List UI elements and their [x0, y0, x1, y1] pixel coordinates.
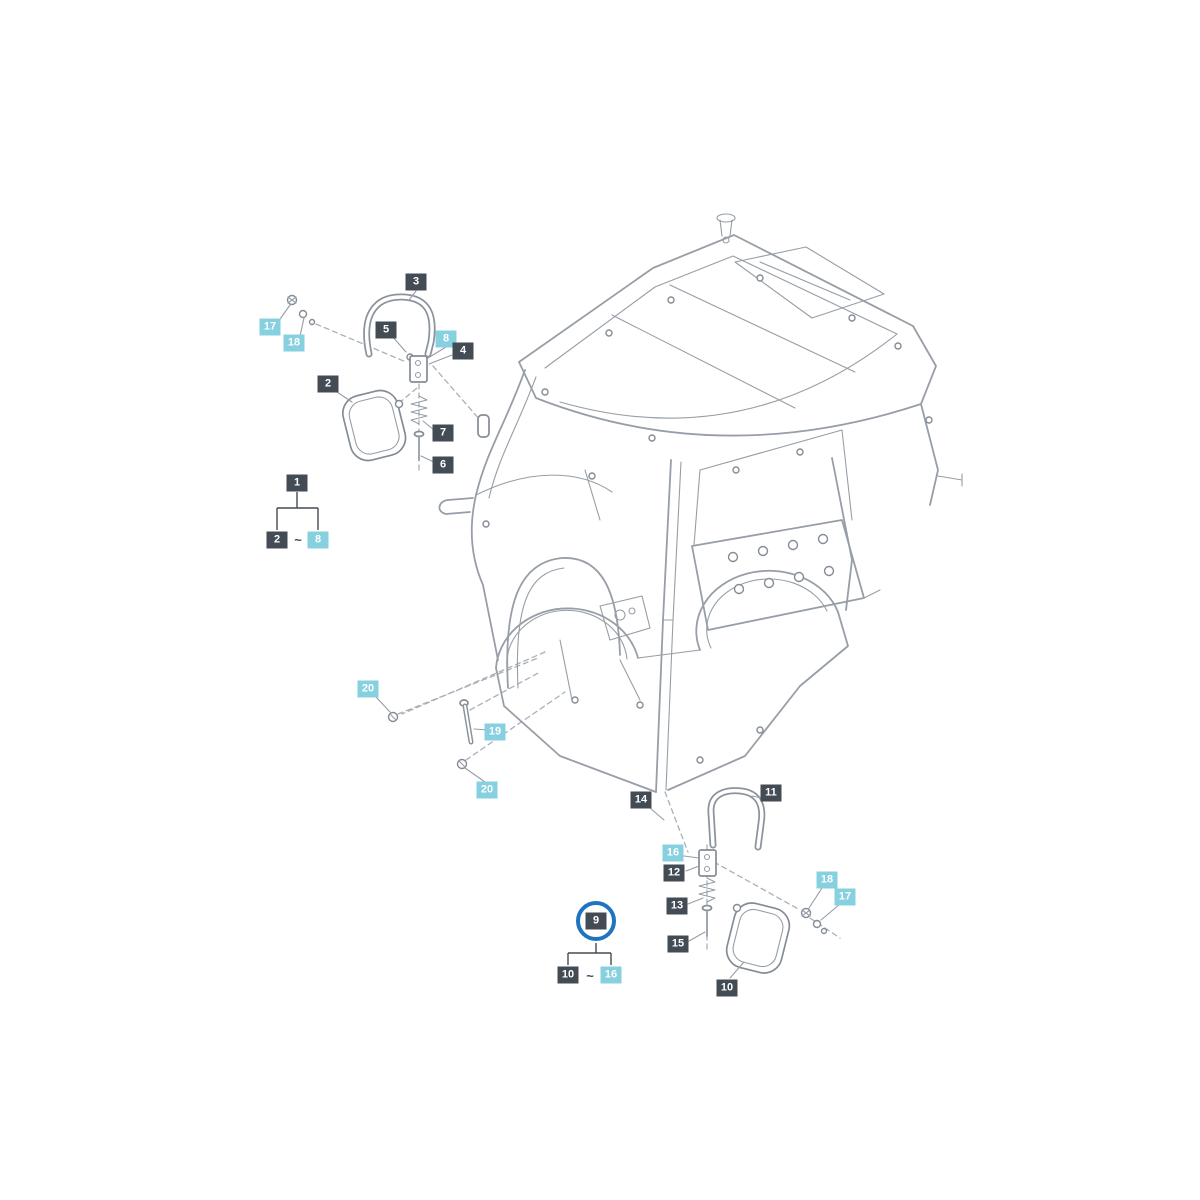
highlight-ring: [576, 901, 616, 941]
callout-20[interactable]: 20: [357, 680, 379, 698]
callout-9[interactable]: 9: [585, 912, 607, 930]
callout-7[interactable]: 7: [432, 424, 454, 442]
callout-16[interactable]: 16: [600, 966, 622, 984]
callout-15[interactable]: 15: [667, 935, 689, 953]
callout-18[interactable]: 18: [816, 871, 838, 889]
range-tilde: ~: [586, 968, 594, 984]
callout-16[interactable]: 16: [662, 844, 684, 862]
callout-6[interactable]: 6: [432, 456, 454, 474]
callout-8[interactable]: 8: [435, 330, 457, 348]
callout-17[interactable]: 17: [834, 888, 856, 906]
callout-11[interactable]: 11: [760, 784, 782, 802]
callout-18[interactable]: 18: [283, 334, 305, 352]
callout-2[interactable]: 2: [317, 375, 339, 393]
leader-lines: [315, 323, 841, 951]
callout-4[interactable]: 4: [452, 342, 474, 360]
callout-10[interactable]: 10: [716, 979, 738, 997]
callout-2[interactable]: 2: [266, 531, 288, 549]
callout-19[interactable]: 19: [484, 723, 506, 741]
callout-5[interactable]: 5: [375, 321, 397, 339]
left-mirror-assembly: [277, 290, 453, 463]
grouping-brackets: [276, 492, 612, 965]
callout-14[interactable]: 14: [630, 791, 652, 809]
fastener-parts: [375, 696, 489, 783]
callout-13[interactable]: 13: [666, 897, 688, 915]
callout-3[interactable]: 3: [405, 273, 427, 291]
right-mirror-assembly: [649, 787, 841, 979]
callout-17[interactable]: 17: [259, 318, 281, 336]
callout-20[interactable]: 20: [476, 781, 498, 799]
callout-12[interactable]: 12: [663, 864, 685, 882]
callout-10[interactable]: 10: [557, 966, 579, 984]
cab-frame: [438, 213, 963, 793]
callout-1[interactable]: 1: [286, 474, 308, 492]
range-tilde: ~: [294, 532, 302, 548]
callout-8[interactable]: 8: [307, 531, 329, 549]
